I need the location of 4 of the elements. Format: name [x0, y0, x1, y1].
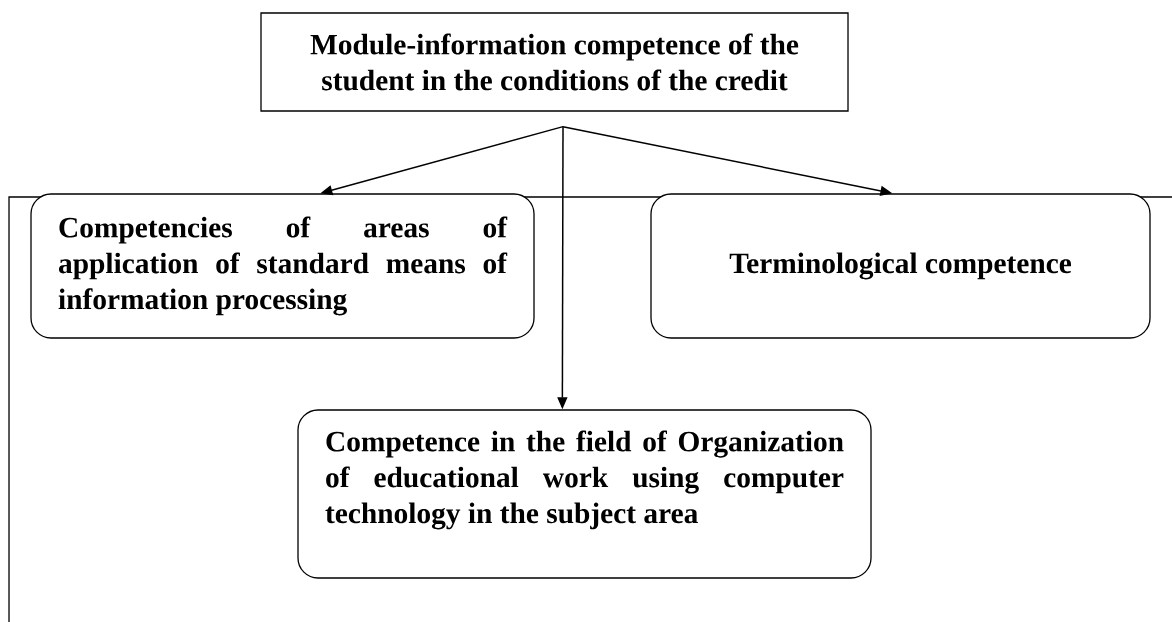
title-box: Module-information competence of the student in the conditions of the credit	[260, 12, 849, 112]
competence-box: Competencies of areas of application of standard means of information processing	[30, 193, 535, 339]
competence-box: Competence in the field of Organization of educational work using computer technology in the subject area	[297, 409, 872, 579]
competence-box: Terminological competence	[650, 193, 1151, 339]
